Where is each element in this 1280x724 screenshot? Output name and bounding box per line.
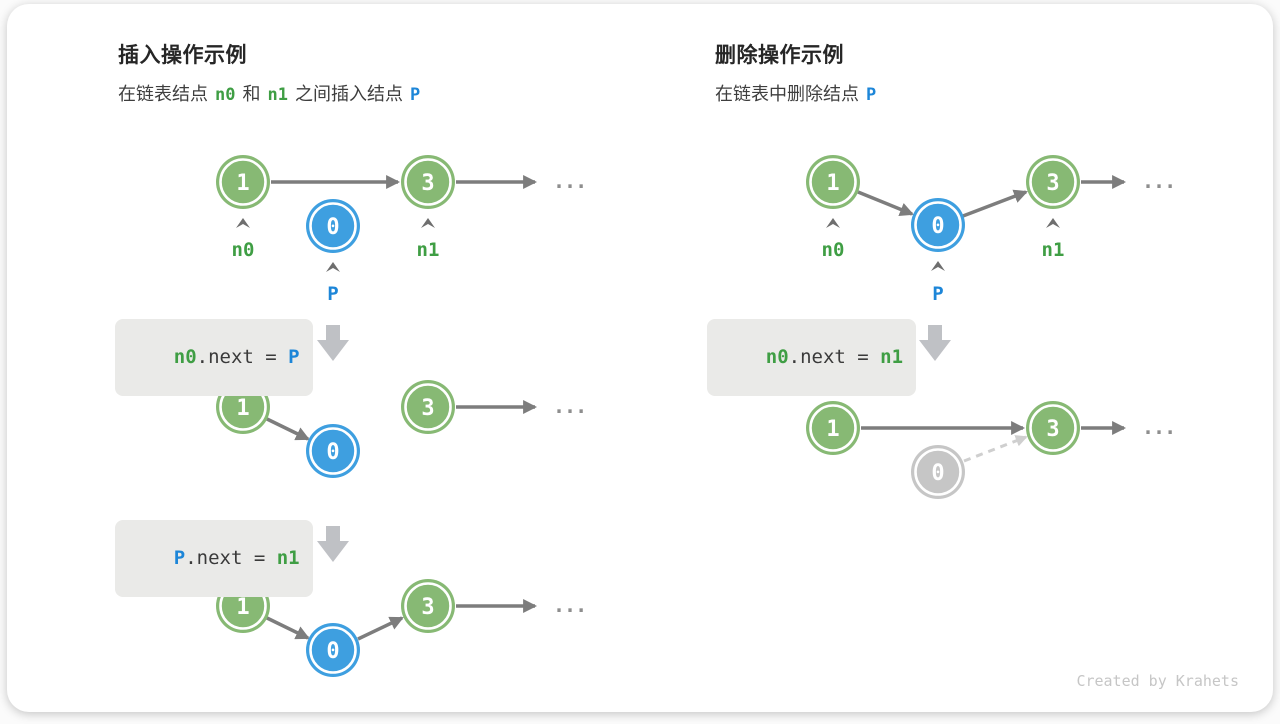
caret-up-icon bbox=[1046, 218, 1060, 228]
node-value: 3 bbox=[1046, 171, 1059, 196]
caret-up-icon bbox=[931, 261, 945, 271]
down-block-arrow-icon bbox=[317, 325, 349, 361]
node-value: 1 bbox=[236, 595, 249, 620]
node-value: 1 bbox=[826, 417, 839, 442]
linked-list-diagram: ... 1 0 3 n0 n1 P bbox=[216, 155, 1176, 677]
code-insert-step2: P.next = n1 bbox=[115, 520, 313, 597]
code-insert-step1: n0.next = P bbox=[115, 319, 313, 396]
arrow-n0-to-P bbox=[266, 417, 310, 441]
node-0-P: 0 bbox=[306, 199, 360, 253]
node-0-P: 0 bbox=[306, 623, 360, 677]
label-n1: n1 bbox=[1042, 239, 1065, 261]
ellipsis: ... bbox=[1142, 415, 1175, 439]
insert-panel-title: 插入操作示例 bbox=[118, 44, 247, 67]
arrow-P-to-n1 bbox=[962, 189, 1028, 218]
label-P: P bbox=[932, 283, 943, 305]
code-delete-step1: n0.next = n1 bbox=[707, 319, 917, 396]
insert-diagram-step1: ... 1 0 3 bbox=[216, 380, 587, 478]
node-1: 1 bbox=[806, 401, 860, 455]
code-mid: .next = bbox=[788, 346, 881, 368]
down-block-arrow-icon bbox=[919, 325, 951, 361]
node-value: 3 bbox=[421, 595, 434, 620]
dashed-arrow-removed-P-to-n1 bbox=[963, 435, 1028, 463]
subtitle-text: 在链表中删除结点 bbox=[715, 84, 859, 104]
node-value: 0 bbox=[326, 440, 339, 465]
figure-card: ... 1 0 3 n0 n1 P bbox=[7, 4, 1273, 712]
code-rhs: P bbox=[288, 346, 300, 368]
node-value: 0 bbox=[326, 639, 339, 664]
caret-up-icon bbox=[421, 218, 435, 228]
insert-diagram-initial: ... 1 0 3 n0 n1 P bbox=[216, 155, 587, 305]
caret-up-icon bbox=[826, 218, 840, 228]
node-value: 3 bbox=[1046, 417, 1059, 442]
code-mid: .next = bbox=[185, 547, 277, 569]
code-mid: .next = bbox=[196, 346, 289, 368]
delete-panel-title: 删除操作示例 bbox=[715, 44, 844, 67]
arrow-n0-to-P bbox=[266, 616, 310, 640]
ellipsis: ... bbox=[553, 593, 586, 617]
delete-diagram-initial: ... 1 0 3 n0 n1 P bbox=[806, 155, 1176, 305]
credit-text: Created by Krahets bbox=[1076, 672, 1239, 690]
node-3: 3 bbox=[1026, 155, 1080, 209]
label-n1: n1 bbox=[417, 239, 440, 261]
node-3: 3 bbox=[1026, 401, 1080, 455]
label-n0: n0 bbox=[822, 239, 845, 261]
code-lhs: P bbox=[173, 547, 186, 569]
node-0-P: 0 bbox=[306, 424, 360, 478]
node-value: 3 bbox=[421, 171, 434, 196]
ellipsis: ... bbox=[1142, 169, 1175, 193]
node-value: 3 bbox=[421, 396, 434, 421]
node-3: 3 bbox=[401, 380, 455, 434]
node-3: 3 bbox=[401, 155, 455, 209]
subtitle-text: 之间插入结点 bbox=[294, 84, 403, 104]
node-1: 1 bbox=[806, 155, 860, 209]
ellipsis: ... bbox=[553, 169, 586, 193]
subtitle-text: 和 bbox=[242, 84, 261, 104]
down-block-arrow-icon bbox=[317, 526, 349, 562]
token-P: P bbox=[866, 85, 877, 105]
subtitle-text: 在链表结点 bbox=[118, 84, 208, 104]
node-value: 1 bbox=[236, 396, 249, 421]
label-P: P bbox=[327, 283, 338, 305]
node-0-removed: 0 bbox=[911, 445, 965, 499]
delete-panel-subtitle: 在链表中删除结点 P bbox=[715, 80, 883, 106]
node-1: 1 bbox=[216, 155, 270, 209]
code-rhs: n1 bbox=[880, 346, 904, 368]
node-value: 0 bbox=[931, 461, 944, 486]
token-n1: n1 bbox=[267, 85, 288, 105]
insert-panel-subtitle: 在链表结点 n0 和 n1 之间插入结点 P bbox=[118, 80, 427, 106]
code-rhs: n1 bbox=[276, 547, 300, 569]
node-value: 0 bbox=[931, 214, 944, 239]
arrow-n0-to-P bbox=[857, 190, 914, 216]
token-P: P bbox=[409, 85, 421, 105]
node-value: 1 bbox=[236, 171, 249, 196]
node-value: 1 bbox=[826, 171, 839, 196]
node-3: 3 bbox=[401, 579, 455, 633]
delete-diagram-final: ... 1 0 3 bbox=[806, 401, 1176, 499]
node-0-P: 0 bbox=[911, 198, 965, 252]
code-lhs: n0 bbox=[173, 346, 197, 368]
token-n0: n0 bbox=[215, 85, 236, 105]
code-lhs: n0 bbox=[765, 346, 789, 368]
caret-up-icon bbox=[236, 218, 250, 228]
arrow-P-to-n1 bbox=[357, 616, 404, 641]
label-n0: n0 bbox=[232, 239, 255, 261]
ellipsis: ... bbox=[553, 394, 586, 418]
node-value: 0 bbox=[326, 215, 339, 240]
caret-up-icon bbox=[326, 262, 340, 272]
